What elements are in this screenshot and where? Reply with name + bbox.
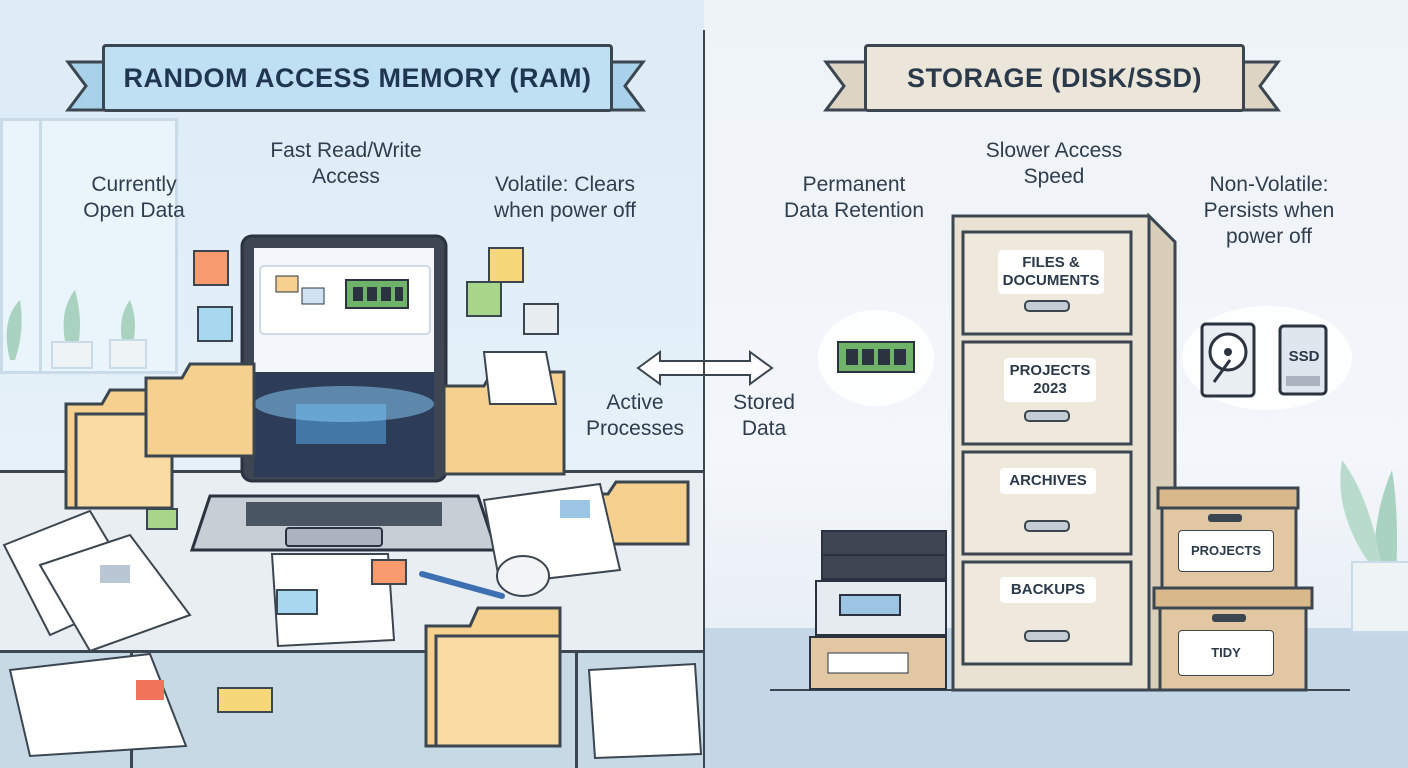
sticky-note-icon [488, 247, 524, 283]
sticky-note-icon [197, 306, 233, 342]
mouse-icon [496, 555, 550, 597]
ribbon-tails [823, 60, 1281, 112]
double-arrow-icon [636, 350, 704, 386]
ram-open-data-label: Currently Open Data [83, 173, 185, 222]
server-icon [809, 530, 947, 690]
box-label: TIDY [1178, 630, 1274, 676]
document-icon [8, 652, 188, 758]
document-icon [2, 509, 192, 653]
folder-icon [144, 362, 256, 458]
ram-panel: RANDOM ACCESS MEMORY (RAM) Fast Read/Wri… [0, 0, 704, 768]
storage-stored-label: Stored Data [733, 391, 795, 440]
plant-icon [1340, 460, 1408, 633]
storage-retention-label: Permanent Data Retention [783, 173, 925, 222]
ram-volatile-label: Volatile: Clears when power off [493, 173, 637, 222]
ribbon-tails [65, 60, 646, 112]
drawer-label: ARCHIVES [1000, 468, 1096, 494]
storage-speed-label: Slower Access Speed [985, 139, 1123, 188]
sticky-note-icon [217, 687, 273, 713]
document-icon [482, 351, 558, 405]
sticky-note-icon [276, 589, 318, 615]
folder-icon [424, 606, 562, 748]
document-icon [270, 553, 396, 648]
ram-chip-icon [818, 310, 934, 406]
sticky-note-icon [466, 281, 502, 317]
sticky-note-icon [146, 508, 178, 530]
storage-title: STORAGE (DISK/SSD) [906, 62, 1203, 93]
drawer-label: BACKUPS [1000, 577, 1096, 603]
document-icon [587, 662, 703, 760]
storage-nonvolatile-label: Non-Volatile: Persists when power off [1203, 173, 1335, 248]
ssd-icon [1278, 324, 1328, 396]
ram-processes-label: Active Processes [585, 391, 685, 440]
pen-icon [419, 571, 505, 599]
ssd-label: SSD [1288, 348, 1320, 365]
ram-title: RANDOM ACCESS MEMORY (RAM) [123, 62, 592, 93]
laptop-icon [189, 234, 499, 552]
plant-icon [6, 290, 147, 369]
drawer-label: FILES & DOCUMENTS [998, 250, 1104, 294]
sticky-note-icon [193, 250, 229, 286]
box-label: PROJECTS [1178, 530, 1274, 572]
panel-divider [703, 30, 705, 768]
storage-title-banner: STORAGE (DISK/SSD) [864, 44, 1245, 112]
double-arrow-icon [704, 350, 774, 386]
sticky-note-icon [371, 559, 407, 585]
drawer-label: PROJECTS 2023 [1004, 358, 1096, 402]
ram-title-banner: RANDOM ACCESS MEMORY (RAM) [102, 44, 613, 112]
sticky-note-icon [523, 303, 559, 335]
storage-panel: STORAGE (DISK/SSD) Slower Access Speed P… [704, 0, 1408, 768]
window [0, 118, 178, 374]
ram-speed-label: Fast Read/Write Access [270, 139, 422, 188]
